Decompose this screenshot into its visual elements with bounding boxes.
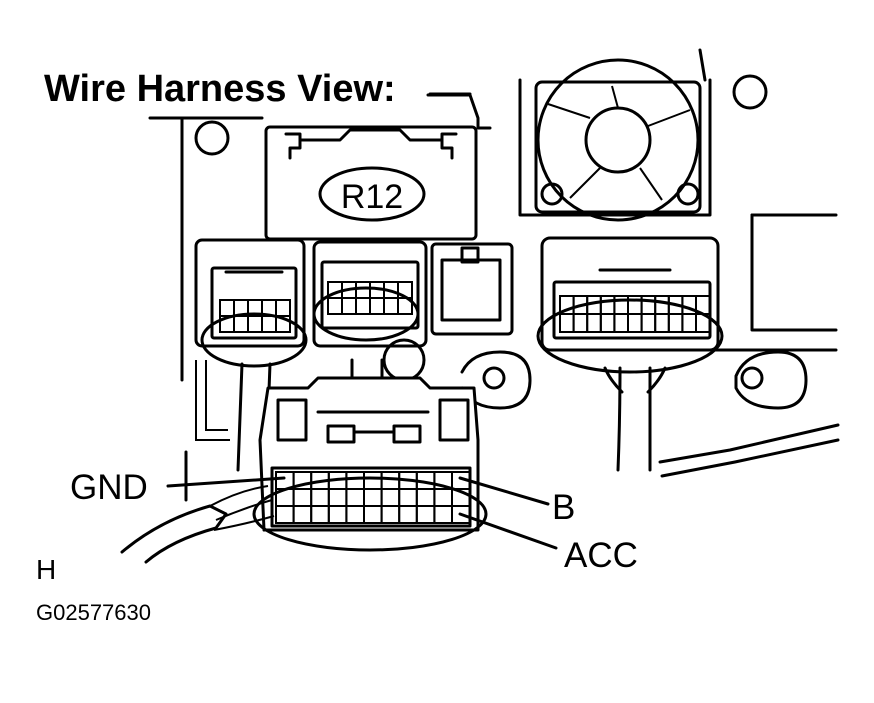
small-square-socket bbox=[430, 242, 514, 336]
cooling-fan-icon bbox=[534, 58, 702, 222]
corner-mark: H bbox=[36, 554, 57, 585]
r12-label: R12 bbox=[341, 178, 403, 216]
terminal-cell bbox=[451, 505, 471, 524]
right-connector bbox=[536, 236, 724, 374]
leader-lines bbox=[166, 92, 558, 550]
mounting-holes bbox=[382, 338, 808, 410]
main-harness-connector bbox=[252, 376, 488, 552]
figure-code: G02577630 bbox=[36, 600, 151, 625]
harness-tail bbox=[120, 485, 275, 564]
middle-connector bbox=[312, 240, 428, 348]
unit-back-panel bbox=[148, 48, 840, 502]
left-connector bbox=[194, 238, 308, 368]
terminal-cell bbox=[275, 315, 291, 333]
acc-callout: ACC bbox=[564, 536, 638, 575]
b-callout: B bbox=[552, 488, 576, 527]
diagram-title: Wire Harness View: bbox=[44, 68, 396, 110]
gnd-callout: GND bbox=[70, 468, 148, 507]
r12-connector: R12 bbox=[264, 125, 478, 241]
